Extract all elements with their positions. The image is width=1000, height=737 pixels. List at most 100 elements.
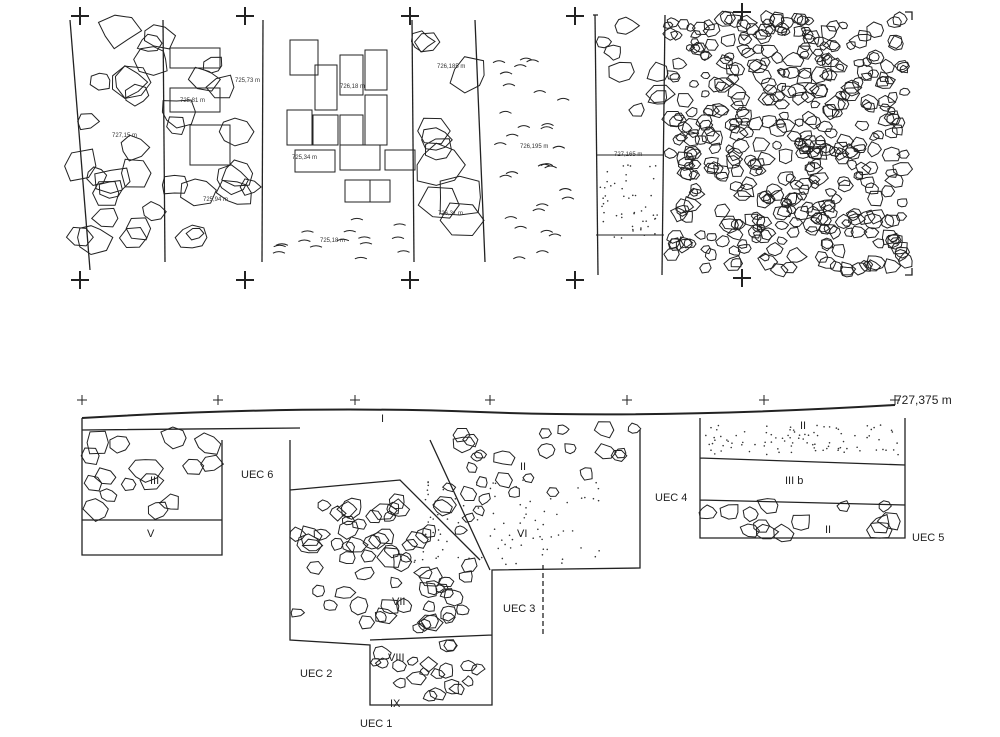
dot xyxy=(822,449,824,452)
stone xyxy=(360,549,377,563)
dot xyxy=(422,550,425,553)
stone xyxy=(736,19,752,33)
dot xyxy=(765,431,768,434)
stone xyxy=(753,519,771,533)
hatch xyxy=(499,71,513,75)
dot xyxy=(489,487,492,490)
stone xyxy=(859,176,875,188)
stone xyxy=(864,182,879,195)
stone xyxy=(820,237,833,250)
dot xyxy=(566,501,569,504)
dot xyxy=(632,230,634,232)
dot xyxy=(442,488,445,491)
stone xyxy=(306,560,324,575)
dot xyxy=(804,433,806,436)
hatch xyxy=(499,110,512,114)
stone xyxy=(789,179,804,190)
stone xyxy=(669,207,688,223)
stone xyxy=(694,135,708,145)
stone xyxy=(700,71,711,80)
stone xyxy=(805,161,824,176)
dot xyxy=(713,436,715,439)
hatch xyxy=(540,126,554,130)
elevation-label: 726,185 m xyxy=(437,64,466,70)
stone xyxy=(685,148,702,159)
stone xyxy=(777,82,787,93)
dot xyxy=(775,437,777,439)
dot xyxy=(520,544,523,546)
stone-block xyxy=(369,179,391,203)
stone xyxy=(673,112,685,122)
dot xyxy=(532,537,535,540)
stone xyxy=(765,183,783,197)
dot xyxy=(620,213,623,215)
stone xyxy=(720,33,736,47)
stone xyxy=(354,566,375,581)
stone xyxy=(720,215,737,230)
dot xyxy=(494,495,496,498)
unit-label: UEC 3 xyxy=(503,603,536,615)
stone xyxy=(365,509,383,524)
stone xyxy=(296,533,323,554)
dot xyxy=(610,185,612,187)
stone xyxy=(646,61,669,82)
hatch xyxy=(298,239,311,242)
dot xyxy=(816,424,818,427)
dot xyxy=(634,194,637,197)
stone xyxy=(662,21,674,29)
stone xyxy=(700,245,712,255)
stone xyxy=(872,238,885,249)
dot xyxy=(436,513,439,516)
stone xyxy=(690,29,702,39)
stone xyxy=(336,501,358,519)
stone xyxy=(160,426,187,450)
stone xyxy=(698,119,714,131)
dot xyxy=(715,428,718,431)
stone xyxy=(392,553,413,573)
stone xyxy=(376,547,402,568)
hatch xyxy=(343,229,356,233)
stone xyxy=(866,259,882,272)
stone xyxy=(801,29,814,40)
stone xyxy=(743,154,757,167)
stone xyxy=(876,512,901,531)
stone xyxy=(729,123,741,134)
dot xyxy=(875,449,878,451)
stone xyxy=(439,175,481,216)
stone xyxy=(777,171,795,187)
stone xyxy=(400,551,412,563)
stone xyxy=(850,136,868,152)
hatch xyxy=(397,250,410,253)
stone xyxy=(822,103,838,118)
dot xyxy=(621,187,623,190)
stone xyxy=(715,171,729,182)
dot xyxy=(644,206,647,208)
stone xyxy=(193,432,222,455)
dot xyxy=(835,427,838,429)
stone xyxy=(161,99,197,129)
stone xyxy=(732,137,750,154)
stone xyxy=(628,102,645,117)
stone xyxy=(818,223,832,235)
stone xyxy=(142,201,167,222)
dot xyxy=(854,434,856,437)
stone xyxy=(111,65,152,99)
stone xyxy=(866,522,893,539)
stone xyxy=(715,56,734,70)
stone xyxy=(797,138,815,153)
dot xyxy=(562,530,565,532)
stone xyxy=(723,255,744,271)
stone-block xyxy=(364,94,388,146)
stone xyxy=(439,588,454,599)
stone xyxy=(239,178,262,196)
stone xyxy=(312,584,326,598)
stone xyxy=(679,236,694,249)
stone xyxy=(703,19,715,31)
dot xyxy=(722,444,724,447)
dot xyxy=(882,448,884,451)
hatch xyxy=(301,230,314,233)
stone xyxy=(810,84,828,99)
stone xyxy=(884,75,897,85)
stone xyxy=(783,66,802,80)
stone xyxy=(739,523,761,538)
